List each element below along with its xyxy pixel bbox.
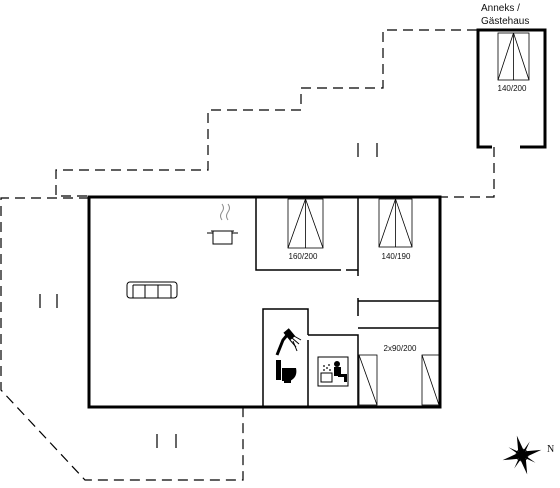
bed-3 xyxy=(358,354,440,406)
annex-bed xyxy=(497,32,530,81)
annex-title-line1: Anneks / xyxy=(481,3,520,14)
main-house-walls xyxy=(87,195,442,409)
shower-icon xyxy=(275,328,302,356)
compass-north-label: N xyxy=(547,444,554,455)
terrace-outline xyxy=(0,29,495,481)
cooking-pot-icon xyxy=(207,203,238,245)
toilet-icon xyxy=(276,360,297,383)
sauna-icon xyxy=(317,356,349,387)
terrace-markers xyxy=(39,143,378,448)
annex-building: 140/200 xyxy=(476,28,547,149)
interior-walls xyxy=(255,197,440,407)
annex-title-line2: Gästehaus xyxy=(481,16,529,27)
bed-2 xyxy=(378,198,413,248)
bed-1 xyxy=(287,198,324,249)
annex-bed-label: 140/200 xyxy=(498,84,527,93)
bed-1-label: 160/200 xyxy=(289,252,318,261)
bed-2-label: 140/190 xyxy=(382,252,411,261)
sofa-icon xyxy=(126,281,178,299)
bed-3-label: 2x90/200 xyxy=(384,344,417,353)
compass-rose-icon xyxy=(502,435,542,475)
